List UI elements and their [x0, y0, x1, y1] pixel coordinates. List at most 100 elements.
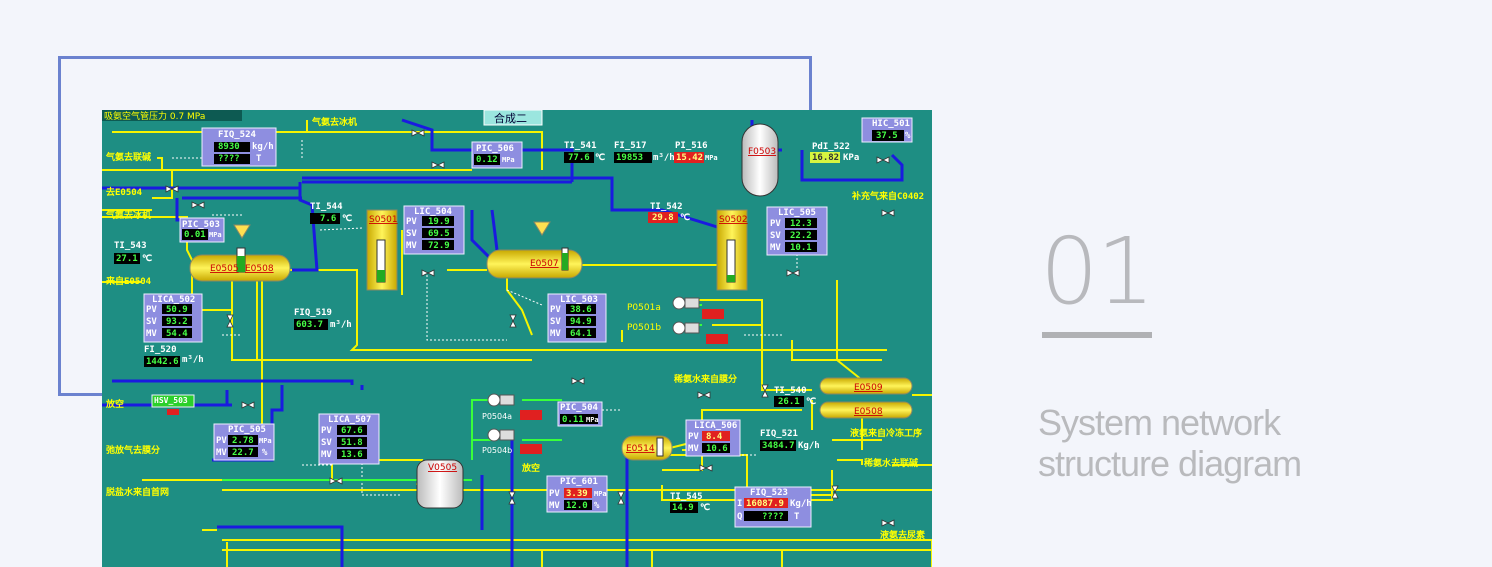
- top-pressure-bar: [102, 110, 242, 121]
- lica506-mv: 10.6: [706, 444, 728, 454]
- pump-p0504b-label: P0504b: [482, 446, 512, 455]
- section-title: System network structure diagram: [1038, 402, 1302, 484]
- fiq521-unit: Kg/h: [798, 441, 820, 451]
- label-to-e0504: 去E0504: [106, 188, 143, 198]
- pic601-unit1: MPa: [594, 490, 607, 498]
- label-liquid-to-lianjian: 稀氨水去联碱: [864, 459, 919, 469]
- lic505-tag: LIC_505: [778, 208, 816, 218]
- pic503-value: 0.01: [184, 230, 206, 240]
- vessel-s0502-label: S0502: [719, 215, 748, 225]
- vessel-v0505: [416, 459, 464, 509]
- fiq523-unit2: T: [794, 512, 800, 522]
- hic501-value: 37.5: [876, 131, 898, 141]
- ti540-unit: ℃: [806, 397, 817, 407]
- fiq524-q-value: ????: [218, 154, 240, 164]
- fiq524-unit2: T: [256, 154, 262, 164]
- fiq521-value: 3484.7: [762, 441, 795, 451]
- pdi522-unit: KPa: [843, 153, 860, 163]
- fiq523-i-value: 16087.9: [746, 499, 784, 509]
- ti544-value: 7.6: [320, 214, 337, 224]
- label-liquid-from-freezing: 液氨来自冷冻工序: [850, 429, 923, 439]
- label-gas-to-ice: 气氨去冰机: [312, 118, 358, 128]
- lic503-sv: 94.9: [570, 317, 592, 327]
- pic503-tag: PIC_503: [182, 220, 220, 230]
- lica506-pv: 8.4: [706, 432, 723, 442]
- label-dilute-ammonia: 稀氨水来自膜分: [674, 375, 738, 385]
- fiq519-tag: FIQ_519: [294, 308, 332, 318]
- lica502-pv: 50.9: [166, 305, 188, 315]
- lic504-sv: 69.5: [428, 229, 450, 239]
- fi517-tag: FI_517: [614, 141, 647, 151]
- lic504-pv: 19.9: [428, 217, 450, 227]
- ti545-tag: TI_545: [670, 492, 703, 502]
- pi516-value: 15.42: [676, 153, 704, 163]
- hsv503-tag: HSV_503: [154, 396, 188, 405]
- ti542-tag: TI_542: [650, 202, 683, 212]
- pic504-unit: MPa: [586, 416, 599, 424]
- ti542-unit: ℃: [680, 213, 691, 223]
- lic505-mv: 10.1: [790, 243, 812, 253]
- lic503-pv: 38.6: [570, 305, 592, 315]
- label-refill-gas: 补充气来自C0402: [852, 192, 925, 202]
- fiq523-q-value: ????: [762, 512, 784, 522]
- fi517-unit: m³/h: [653, 153, 675, 163]
- pic504-value: 0.11: [562, 415, 584, 425]
- ti543-unit: ℃: [142, 254, 153, 264]
- fiq521-tag: FIQ_521: [760, 429, 798, 439]
- pic503-unit: MPa: [209, 231, 222, 239]
- top-pressure-label: 吸氨空气管压力 0.7 MPa: [104, 110, 205, 122]
- lic505-pv: 12.3: [790, 219, 812, 229]
- label-from-e0504: 来自E0504: [106, 277, 152, 287]
- pic505-mv: 22.7: [232, 448, 254, 458]
- fi520-unit: m³/h: [182, 355, 204, 365]
- lic504-mv: 72.9: [428, 241, 450, 251]
- ti542-value: 29.8: [652, 213, 674, 223]
- section-title-line2: structure diagram: [1038, 443, 1302, 484]
- section-underline: [1042, 332, 1152, 338]
- unit-banner: [483, 110, 543, 126]
- e0505-gauge-fill: [237, 256, 245, 272]
- vessel-f0503: [741, 123, 779, 197]
- ti545-unit: ℃: [700, 503, 711, 513]
- pic504-tag: PIC_504: [560, 403, 598, 413]
- pumps: [487, 296, 728, 454]
- lica506-tag: LICA_506: [694, 421, 738, 431]
- pic506-value: 0.12: [476, 155, 498, 165]
- label-liquid-to-urea: 液氨去尿素: [880, 531, 926, 541]
- pdi522-box: [810, 152, 840, 163]
- label-relief-gas: 弛放气去膜分: [106, 446, 161, 456]
- vessel-e0509: [819, 377, 913, 395]
- process-flow-svg: 吸氨空气管压力 0.7 MPa 合成二: [102, 110, 932, 567]
- lica507-pv: 67.6: [341, 426, 363, 436]
- vessel-e0514-label: E0514: [626, 444, 655, 454]
- scada-text-layer: .s{position:absolute;white-space:nowrap;…: [106, 118, 926, 541]
- pump-p0504a-label: P0504a: [482, 412, 512, 421]
- ti544-unit: ℃: [342, 214, 353, 224]
- lica507-sv: 51.8: [341, 438, 363, 448]
- fiq524-i-value: 8930: [218, 142, 240, 152]
- yellow-pipes: [102, 120, 932, 567]
- pump-p0501b-label: P0501b: [627, 323, 661, 333]
- vessel-e0507-label: E0507: [530, 259, 559, 269]
- lic504-tag: LIC_504: [414, 207, 452, 217]
- pump-p0501a-label: P0501a: [627, 303, 661, 313]
- lic503-mv: 64.1: [570, 329, 592, 339]
- label-gas-to-ice-2: 气氨去冰机: [106, 211, 152, 221]
- ti545-value: 14.9: [672, 503, 694, 513]
- s0502-level-fill: [727, 275, 735, 282]
- control-valves: [165, 129, 895, 527]
- label-gas-to-lianjian: 气氨去联碱: [106, 153, 152, 163]
- ti540-tag: TI_540: [774, 386, 807, 396]
- pdi522-tag: PdI_522: [812, 142, 850, 152]
- ti543-value: 27.1: [116, 254, 138, 264]
- ti541-unit: ℃: [595, 153, 606, 163]
- lica507-tag: LICA_507: [328, 415, 372, 425]
- pic505-tag: PIC_505: [228, 425, 266, 435]
- ti540-value: 26.1: [778, 397, 800, 407]
- fiq519-value: 603.7: [296, 320, 324, 330]
- e0514-gauge: [656, 437, 664, 457]
- alarm-boxes: [564, 152, 788, 508]
- ti541-tag: TI_541: [564, 141, 597, 151]
- fiq523-unit1: Kg/h: [790, 499, 812, 509]
- e0505-valve-top: [233, 224, 251, 239]
